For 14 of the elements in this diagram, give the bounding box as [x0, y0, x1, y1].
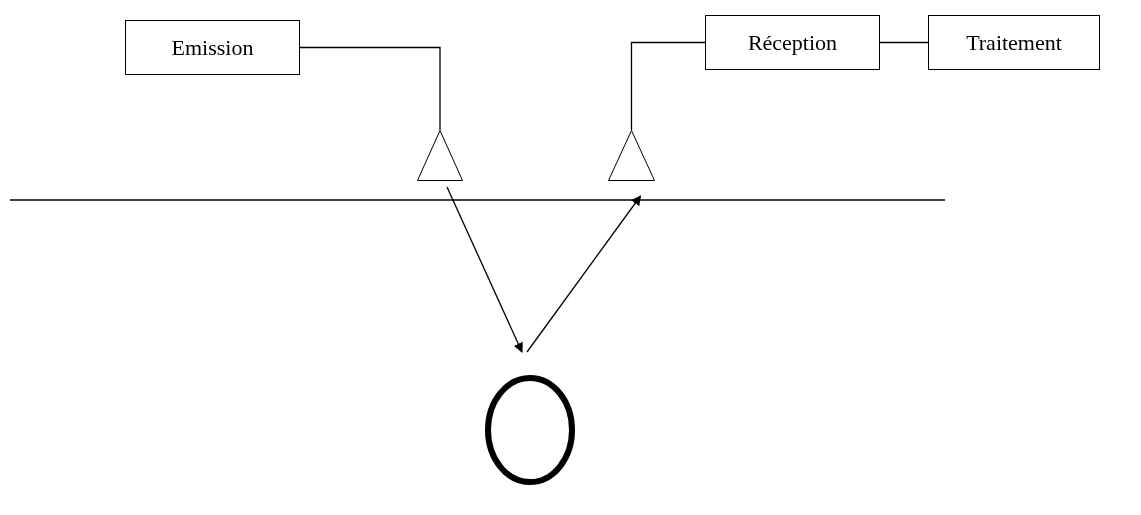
antenna-triangle: [417, 130, 463, 181]
process-box: [125, 20, 300, 75]
box-label: Réception: [747, 29, 838, 56]
arrow: [446, 186, 523, 353]
connector-line: [630, 41, 706, 131]
box-label: Traitement: [966, 29, 1062, 56]
target-circle: [485, 375, 575, 485]
process-box: [928, 15, 1100, 70]
antenna-triangle: [608, 130, 655, 181]
box-label: Emission: [171, 34, 254, 61]
connector-line: [879, 41, 929, 44]
connector-line: [299, 46, 441, 131]
arrow: [526, 195, 642, 353]
process-box: [705, 15, 880, 70]
